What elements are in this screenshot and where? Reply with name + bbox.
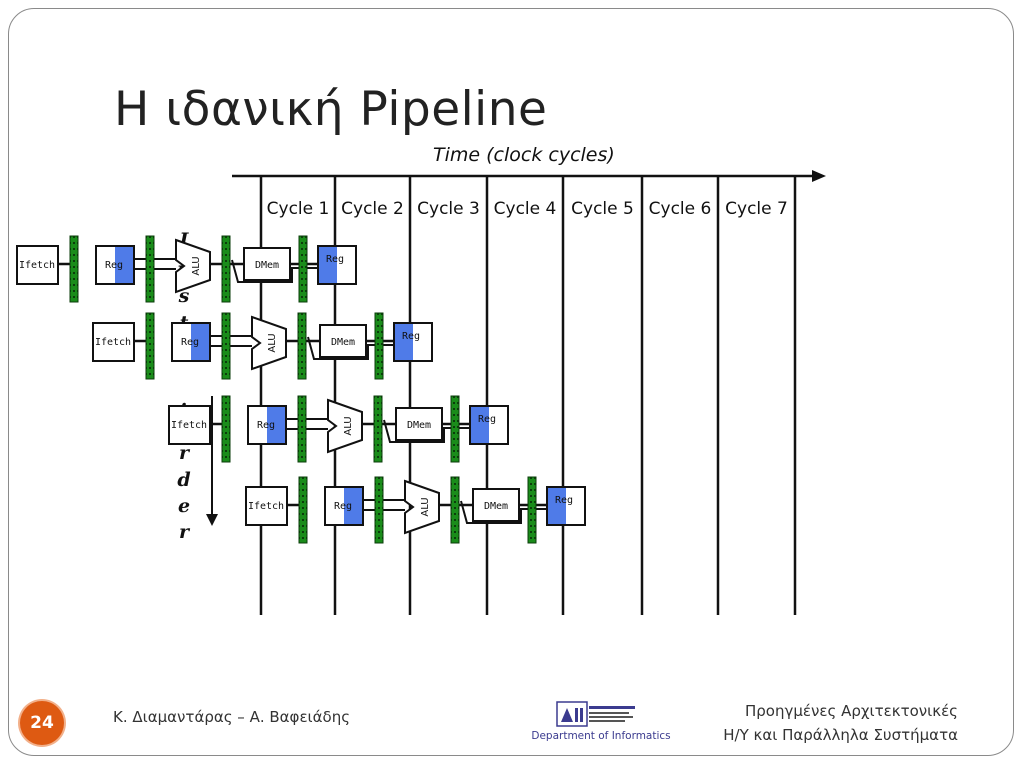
order-letter: r <box>179 521 191 543</box>
register-write-label: Reg <box>402 331 420 342</box>
cycle-label: Cycle 1 <box>267 199 330 219</box>
cycle-label: Cycle 7 <box>725 199 788 219</box>
cycle-label: Cycle 2 <box>341 199 404 219</box>
alu-shape <box>175 238 211 294</box>
pipeline-latch <box>450 395 460 463</box>
department-logo: Department of Informatics <box>525 700 677 746</box>
ifetch-label: Ifetch <box>95 337 131 348</box>
time-axis-arrowhead <box>812 170 826 182</box>
pipeline-latch <box>527 476 537 544</box>
dmem-box <box>395 407 443 441</box>
dmem-box <box>319 324 367 358</box>
instruction-row: Ifetch Reg ALU DMem Reg <box>245 476 586 544</box>
pipeline-latch <box>298 476 308 544</box>
order-letter: r <box>179 442 191 464</box>
alu-label: ALU <box>191 256 202 275</box>
register-read-label: Reg <box>181 337 199 348</box>
cycle-label: Cycle 5 <box>571 199 634 219</box>
pipeline-latch <box>145 312 155 380</box>
register-write-half <box>548 488 566 524</box>
dmem-label: DMem <box>484 501 508 512</box>
pipeline-latch <box>221 235 231 303</box>
register-read-label: Reg <box>257 420 275 431</box>
dmem-box <box>472 488 520 522</box>
pipeline-latch <box>373 395 383 463</box>
pipeline-latch <box>69 235 79 303</box>
register-read-label: Reg <box>105 260 123 271</box>
register-read-half <box>191 324 209 360</box>
alu-shape <box>251 315 287 371</box>
pipeline-latch <box>221 395 231 463</box>
ifetch-box <box>16 245 59 285</box>
ifetch-box <box>168 405 211 445</box>
alu-shape <box>404 479 440 535</box>
register-read-label: Reg <box>334 501 352 512</box>
instruction-row: Ifetch Reg ALU DMem Reg <box>92 312 433 380</box>
pipeline-latch <box>297 312 307 380</box>
authors-footer: Κ. Διαμαντάρας – Α. Βαφειάδης <box>113 708 351 726</box>
slide-title: Η ιδανική Pipeline <box>114 82 548 137</box>
pipeline-latch <box>374 476 384 544</box>
dmem-label: DMem <box>331 337 355 348</box>
course-line-2: Η/Υ και Παράλληλα Συστήματα <box>723 726 958 744</box>
order-letter: I <box>179 229 190 251</box>
register-write-label: Reg <box>478 414 496 425</box>
page-number-badge: 24 <box>20 701 64 745</box>
cycle-label: Cycle 3 <box>417 199 480 219</box>
cycle-labels: Cycle 1 Cycle 2 Cycle 3 Cycle 4 Cycle 5 Cycle… <box>267 199 788 219</box>
slide-frame <box>8 8 1014 756</box>
alu-label: ALU <box>343 416 354 435</box>
cycle-label: Cycle 6 <box>649 199 712 219</box>
ifetch-label: Ifetch <box>171 420 207 431</box>
order-letter: e <box>178 495 190 517</box>
pipeline-latch <box>297 395 307 463</box>
dmem-label: DMem <box>255 260 279 271</box>
pipeline-latch <box>145 235 155 303</box>
pipeline-latch <box>298 235 308 303</box>
course-title: Προηγμένες Αρχιτεκτονικές Η/Υ και Παράλλ… <box>723 699 958 747</box>
university-seal-icon <box>556 701 635 727</box>
instruction-row: Ifetch Reg ALU DMem Reg <box>16 235 357 303</box>
dmem-label: DMem <box>407 420 431 431</box>
dmem-box <box>243 247 291 281</box>
cycle-boundaries <box>259 176 797 615</box>
order-axis-arrowhead <box>206 514 218 526</box>
register-read-half <box>344 488 362 524</box>
logo-caption: Department of Informatics <box>531 730 671 742</box>
time-axis-label: Time (clock cycles) <box>433 144 615 166</box>
order-letter: d <box>177 469 190 491</box>
register-read-half <box>267 407 285 443</box>
pipeline-latch <box>221 312 231 380</box>
instruction-row: Ifetch Reg ALU DMem Reg <box>168 395 509 463</box>
pipeline-latch <box>374 312 384 380</box>
alu-shape <box>327 398 363 454</box>
register-read-half <box>115 247 133 283</box>
ifetch-box <box>245 486 288 526</box>
register-write-half <box>319 247 337 283</box>
ifetch-label: Ifetch <box>248 501 284 512</box>
register-write-half <box>471 407 489 443</box>
alu-label: ALU <box>267 333 278 352</box>
register-write-label: Reg <box>326 254 344 265</box>
ifetch-box <box>92 322 135 362</box>
pipeline-latch <box>450 476 460 544</box>
register-write-label: Reg <box>555 495 573 506</box>
order-letter: . <box>181 389 188 411</box>
alu-label: ALU <box>420 497 431 516</box>
course-line-1: Προηγμένες Αρχιτεκτονικές <box>745 702 958 720</box>
ifetch-label: Ifetch <box>19 260 55 271</box>
register-write-half <box>395 324 413 360</box>
cycle-label: Cycle 4 <box>494 199 557 219</box>
